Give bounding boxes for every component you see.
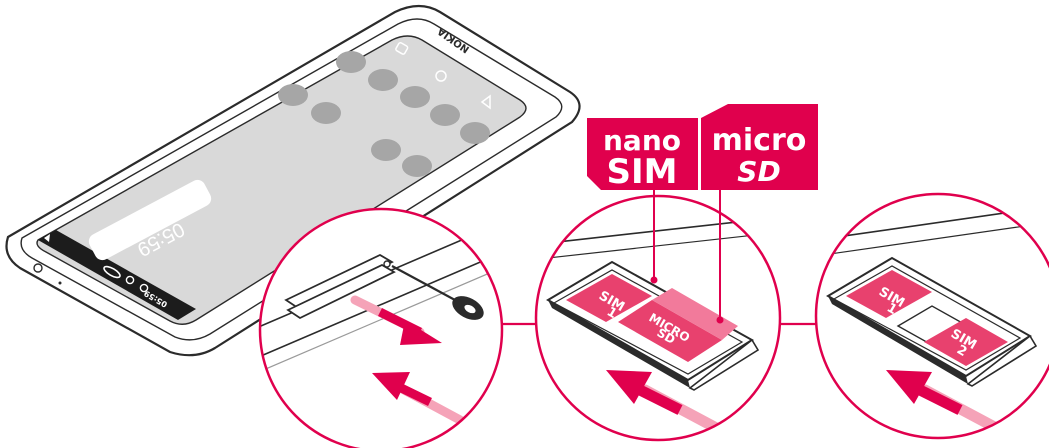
mic-hole [59,282,62,285]
app-icon [368,69,398,91]
app-icon [336,51,366,73]
app-icon [278,84,308,106]
nano-leader-dot [651,277,658,284]
eject-hole [384,261,390,267]
app-icon [402,155,432,177]
micro-sd-badge: micro SD [701,104,818,190]
micro-badge-line1: micro [712,123,807,158]
nano-badge-line2: SIM [607,152,678,192]
app-icon [371,139,401,161]
app-icon [311,102,341,124]
app-icon [460,122,490,144]
micro-badge-line2: SD [737,155,780,188]
app-icon [430,104,460,126]
app-icon [400,86,430,108]
nano-sim-badge: nano SIM [587,118,698,192]
headphone-jack [34,264,42,272]
micro-leader-dot [717,317,724,324]
